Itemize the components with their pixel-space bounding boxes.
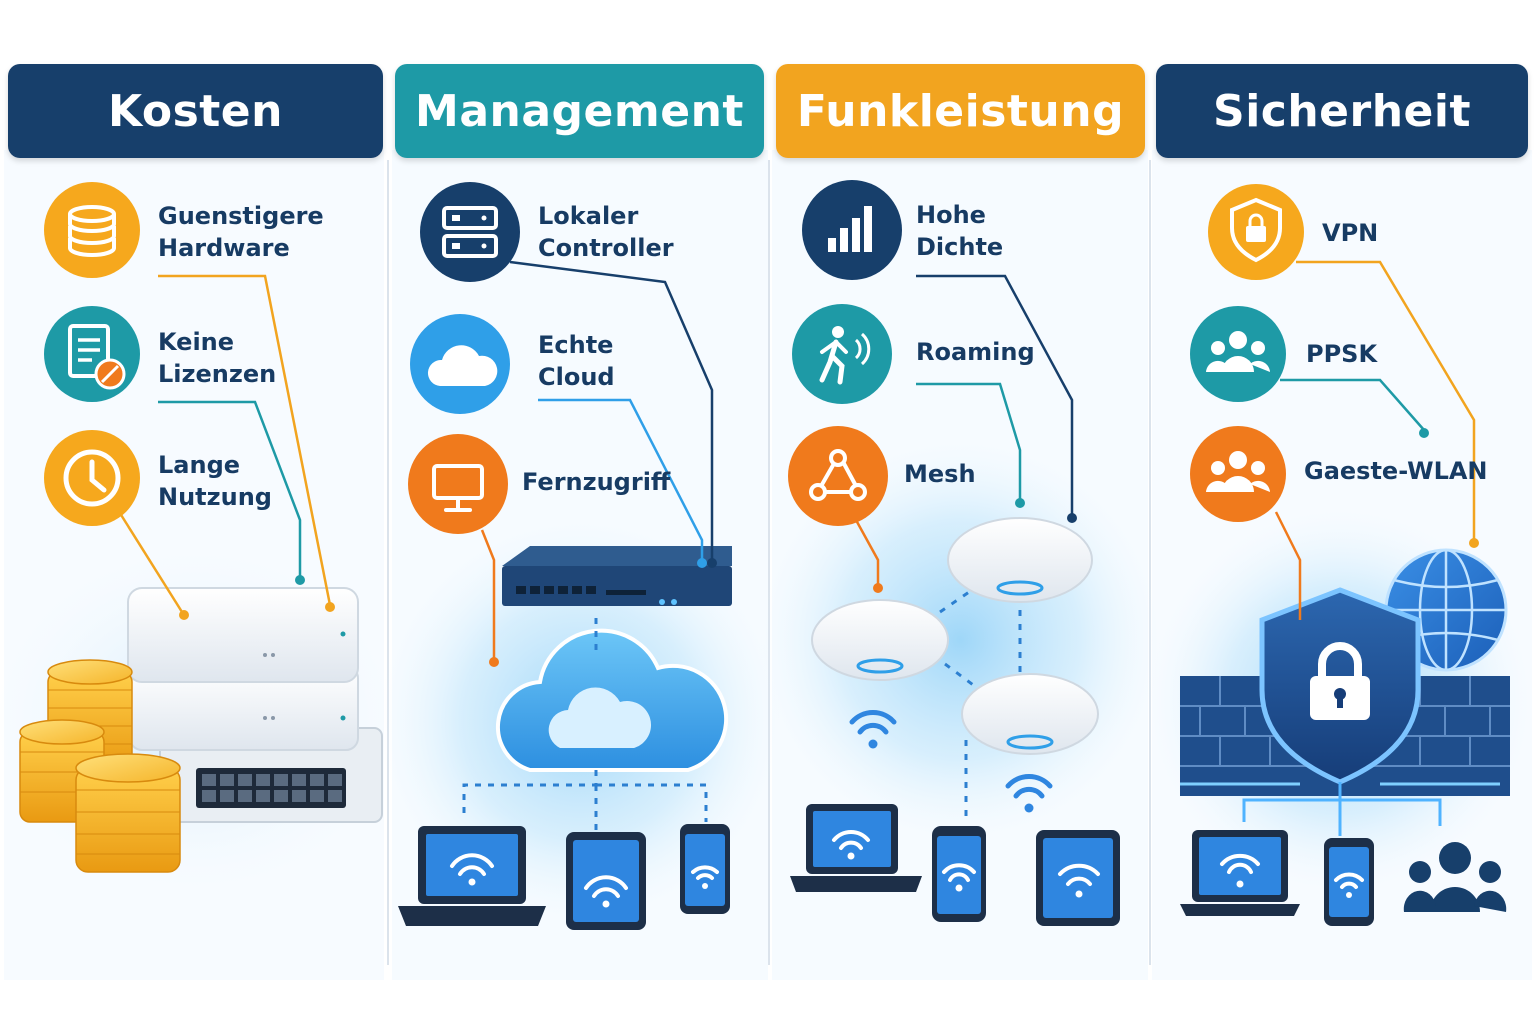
funk-devices: [790, 804, 1120, 926]
label-line: Roaming: [916, 338, 1035, 366]
shield-lock-illustration: [1259, 587, 1421, 785]
label-keine-lizenzen: Keine Lizenzen: [158, 326, 276, 390]
walking-person-icon: [792, 304, 892, 404]
label-roaming: Roaming: [916, 336, 1035, 368]
cloud-icon: [410, 314, 510, 414]
network-switch-illustration: [502, 546, 732, 606]
no-license-icon: [44, 306, 140, 402]
management-dotted-links: [462, 618, 708, 830]
label-ppsk: PPSK: [1306, 338, 1377, 370]
header-management: Management: [395, 64, 764, 158]
label-line: Nutzung: [158, 483, 272, 511]
label-line: Dichte: [916, 233, 1004, 261]
cloud-illustration: [496, 628, 729, 772]
server-icon: [420, 182, 520, 282]
security-leader-lines: [1274, 260, 1479, 620]
wifi-dot: [868, 739, 878, 749]
management-devices: [398, 824, 730, 930]
funk-leader-lines: [854, 274, 1077, 593]
coin-stacks-illustration: [19, 659, 181, 873]
security-glow-links: [1180, 782, 1500, 836]
label-line: Lizenzen: [158, 360, 277, 388]
header-kosten: Kosten: [8, 64, 383, 158]
label-fernzugriff: Fernzugriff: [522, 466, 670, 498]
label-line: VPN: [1322, 219, 1379, 247]
label-line: Gaeste-WLAN: [1304, 457, 1488, 485]
label-lange-nutzung: Lange Nutzung: [158, 449, 272, 513]
label-line: Echte: [538, 331, 614, 359]
management-leader-lines: [480, 260, 717, 667]
guest-group-icon: [1190, 426, 1286, 522]
label-line: Fernzugriff: [522, 468, 671, 496]
label-line: Hardware: [158, 234, 290, 262]
shield-lock-icon: [1208, 184, 1304, 280]
signal-bars-icon: [802, 180, 902, 280]
label-gaeste-wlan: Gaeste-WLAN: [1304, 455, 1488, 487]
label-line: Keine: [158, 328, 235, 356]
user-group-icon: [1190, 306, 1286, 402]
kosten-leader-lines: [116, 274, 335, 620]
monitor-icon: [408, 434, 508, 534]
label-line: Lokaler: [538, 202, 639, 230]
label-guenstigere-hardware: Guenstigere Hardware: [158, 200, 324, 264]
label-line: Lange: [158, 451, 241, 479]
label-vpn: VPN: [1322, 217, 1378, 249]
label-mesh: Mesh: [904, 458, 976, 490]
mesh-nodes-icon: [788, 426, 888, 526]
label-echte-cloud: Echte Cloud: [538, 329, 615, 393]
label-line: Guenstigere: [158, 202, 324, 230]
security-devices: [1180, 830, 1507, 926]
label-line: Mesh: [904, 460, 976, 488]
label-line: Cloud: [538, 363, 615, 391]
wifi-dot: [1024, 803, 1034, 813]
wifi-signal-glyphs: [849, 710, 1053, 799]
header-funkleistung: Funkleistung: [776, 64, 1145, 158]
coins-icon: [44, 182, 140, 278]
label-line: Controller: [538, 234, 674, 262]
label-hohe-dichte: Hohe Dichte: [916, 199, 1003, 263]
label-line: PPSK: [1306, 340, 1378, 368]
label-lokaler-controller: Lokaler Controller: [538, 200, 674, 264]
label-line: Hohe: [916, 201, 986, 229]
access-point-illustrations: [811, 517, 1099, 755]
clock-icon: [44, 430, 140, 526]
mesh-dotted-links: [939, 588, 1022, 816]
header-sicherheit: Sicherheit: [1156, 64, 1528, 158]
